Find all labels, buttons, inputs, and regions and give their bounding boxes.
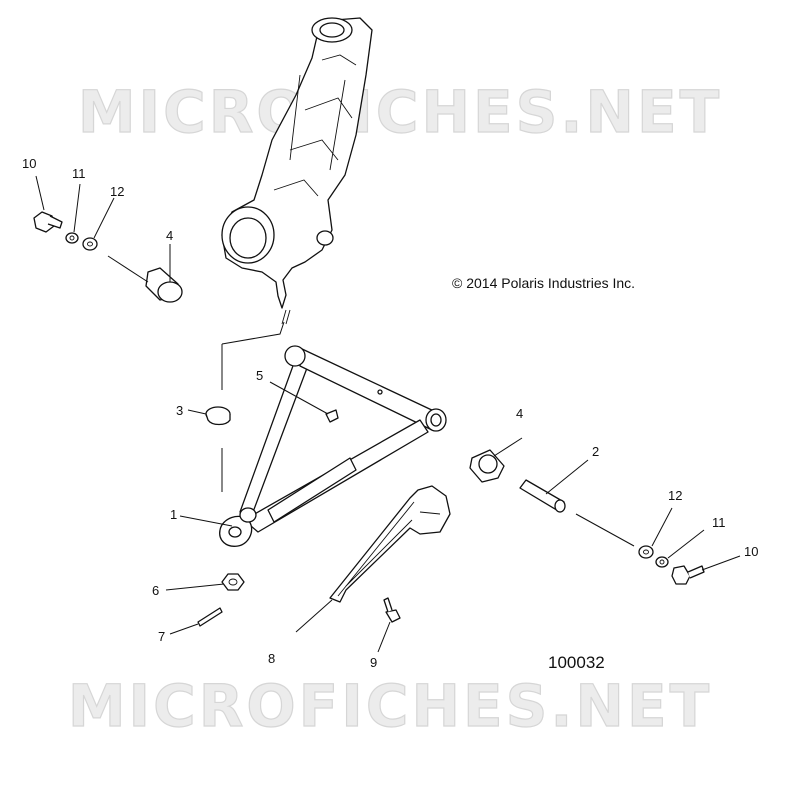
watermark-top: MICROFICHES.NET [78,78,722,146]
callout-11-right: 11 [712,515,726,530]
watermark-bottom: MICROFICHES.NET [68,672,712,740]
nut-6 [221,573,245,591]
cap-3 [205,406,231,426]
bolt-10-upper [33,211,63,233]
callout-10-upper: 10 [22,156,36,171]
callout-12-right: 12 [668,488,682,503]
callout-4-right: 4 [516,406,523,421]
callout-12-upper: 12 [110,184,124,199]
callout-10-right: 10 [744,544,758,559]
callout-11-upper: 11 [72,166,86,181]
callout-2: 2 [592,444,599,459]
callout-4-upper: 4 [166,228,173,243]
sleeve-2 [519,479,566,513]
grease-fitting-5 [325,409,339,423]
callout-5: 5 [256,368,263,383]
steering-knuckle [221,17,373,325]
callout-3: 3 [176,403,183,418]
callout-labels: 10 11 12 4 5 3 1 6 7 8 9 4 2 12 11 10 [22,156,758,670]
a-arm-guard-8 [329,485,451,603]
cotter-pin-7 [197,607,223,627]
lock-washer-11-upper [65,232,79,244]
figure-number: 100032 [548,653,605,672]
bushing-4-right [469,449,505,483]
washer-12-upper [82,237,98,251]
leader-lines [35,175,741,653]
callout-8: 8 [268,651,275,666]
callout-7: 7 [158,629,165,644]
bushing-4-upper [145,267,183,303]
bolt-10-right [671,565,705,585]
callout-6: 6 [152,583,159,598]
callout-1: 1 [170,507,177,522]
lock-washer-11-right [655,556,669,568]
callout-9: 9 [370,655,377,670]
copyright-text: © 2014 Polaris Industries Inc. [452,275,635,291]
bolt-9 [383,597,401,623]
washer-12-right [638,545,654,559]
